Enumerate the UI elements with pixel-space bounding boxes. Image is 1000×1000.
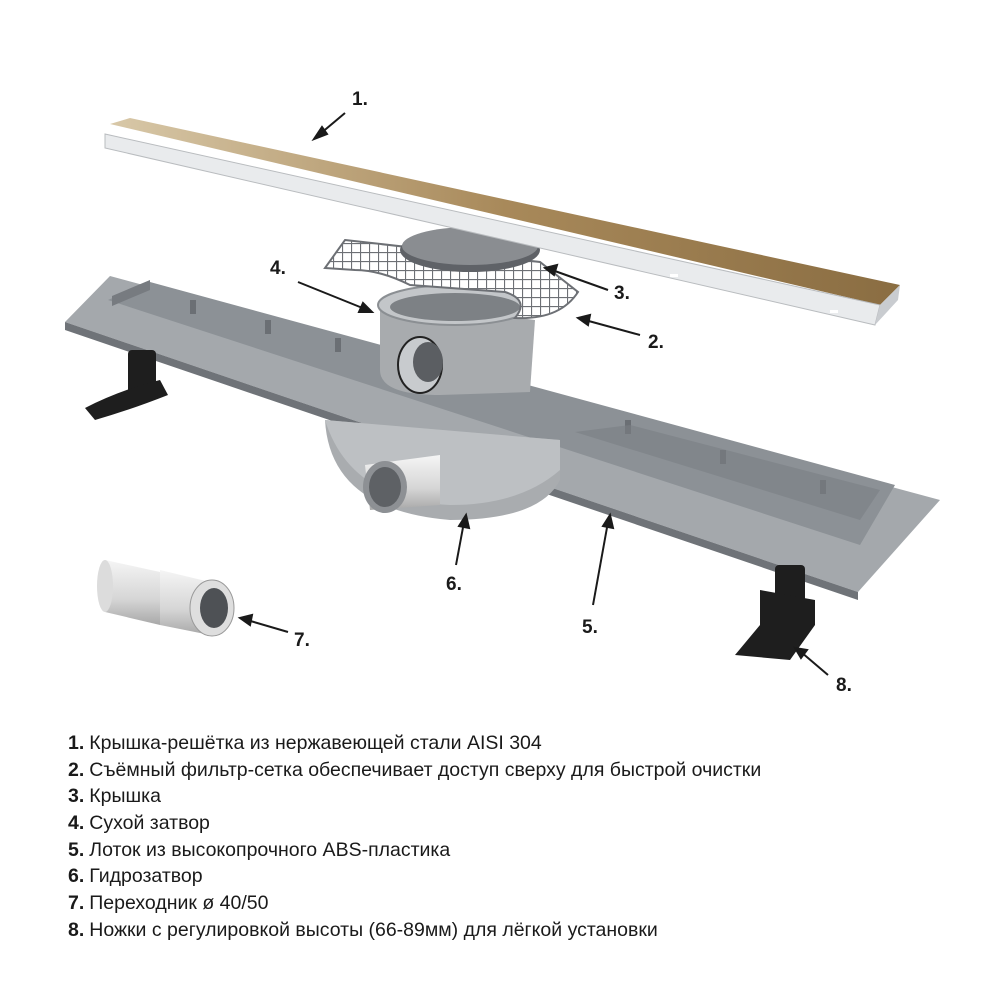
siphon (325, 420, 560, 520)
callout-4: 4. (270, 258, 286, 279)
legend-item: 6.Гидрозатвор (68, 865, 203, 888)
legend-item: 7.Переходник ø 40/50 (68, 892, 269, 915)
legend-item: 5.Лоток из высокопрочного ABS-пластика (68, 838, 451, 861)
adapter (97, 560, 235, 637)
drain-exploded-view (65, 112, 940, 676)
callout-8: 8. (836, 675, 852, 696)
legend-item: 1.Крышка-решётка из нержавеющей стали AI… (68, 732, 542, 754)
callout-6: 6. (446, 574, 462, 595)
legend-item: 4.Сухой затвор (68, 812, 210, 835)
callout-1: 1. (352, 89, 368, 110)
callout-5: 5. (582, 617, 598, 638)
dry-trap (377, 284, 535, 395)
callout-2: 2. (648, 332, 664, 353)
legend-item: 2.Съёмный фильтр-сетка обеспечивает дост… (68, 758, 762, 781)
callout-arrows (237, 112, 829, 676)
legend-item: 8.Ножки с регулировкой высоты (66-89мм) … (68, 918, 658, 941)
callout-3: 3. (614, 283, 630, 304)
leveling-leg-left (85, 350, 168, 420)
grate (104, 118, 900, 326)
leveling-leg-right (735, 565, 815, 660)
parts-legend: 1.Крышка-решётка из нержавеющей стали AI… (68, 730, 761, 944)
legend-item: 3.Крышка (68, 785, 161, 808)
callout-7: 7. (294, 630, 310, 651)
